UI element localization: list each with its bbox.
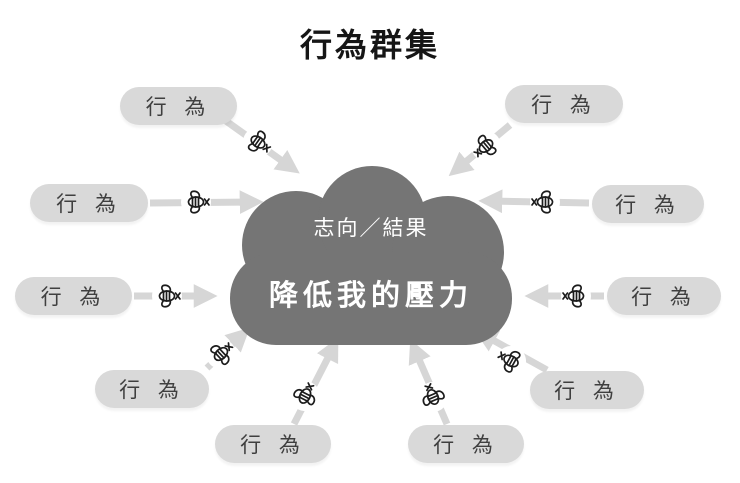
page-title: 行為群集 — [299, 27, 440, 63]
behavior-pill-label: 行 為 — [240, 434, 306, 457]
fly-icon — [181, 187, 211, 217]
behavior-pill-label: 行 為 — [145, 96, 212, 119]
behavior-pill-label: 行 為 — [615, 194, 681, 217]
behavior-pill-label: 行 為 — [531, 94, 597, 117]
cloud-subtitle: 志向／結果 — [313, 217, 429, 240]
behavior-pill-top-right: 行 為 — [505, 85, 623, 123]
behavior-pill-label: 行 為 — [631, 286, 697, 309]
behavior-pill-bottom-left: 行 為 — [95, 370, 209, 408]
fly-icon — [206, 336, 239, 369]
fly-icon — [417, 379, 448, 412]
behavior-pill-label: 行 為 — [119, 379, 185, 402]
behavior-pill-right-lower: 行 為 — [607, 277, 721, 315]
behavior-pill-bottom-center-left: 行 為 — [215, 425, 331, 463]
behavior-pill-left-upper: 行 為 — [30, 184, 148, 222]
behavior-pill-left-lower: 行 為 — [15, 277, 132, 315]
behavior-pill-top-left: 行 為 — [120, 87, 237, 125]
fly-icon — [468, 131, 501, 164]
fly-icon — [152, 281, 182, 311]
fly-icon — [561, 281, 591, 311]
fly-icon — [493, 344, 526, 376]
cloud-main-label: 降低我的壓力 — [268, 280, 473, 312]
behavior-pill-label: 行 為 — [56, 193, 122, 216]
behavior-pill-bottom-center-right: 行 為 — [408, 425, 524, 463]
cloud-shape — [230, 166, 512, 345]
fly-icon — [290, 378, 322, 411]
behavior-pill-label: 行 為 — [554, 380, 620, 403]
behavior-pill-label: 行 為 — [40, 286, 107, 309]
fly-icon — [530, 187, 560, 217]
behavior-pill-label: 行 為 — [433, 434, 499, 457]
behavior-pill-right-upper: 行 為 — [592, 185, 704, 223]
fly-icon — [243, 127, 276, 160]
behavior-pill-bottom-right: 行 為 — [530, 371, 644, 409]
